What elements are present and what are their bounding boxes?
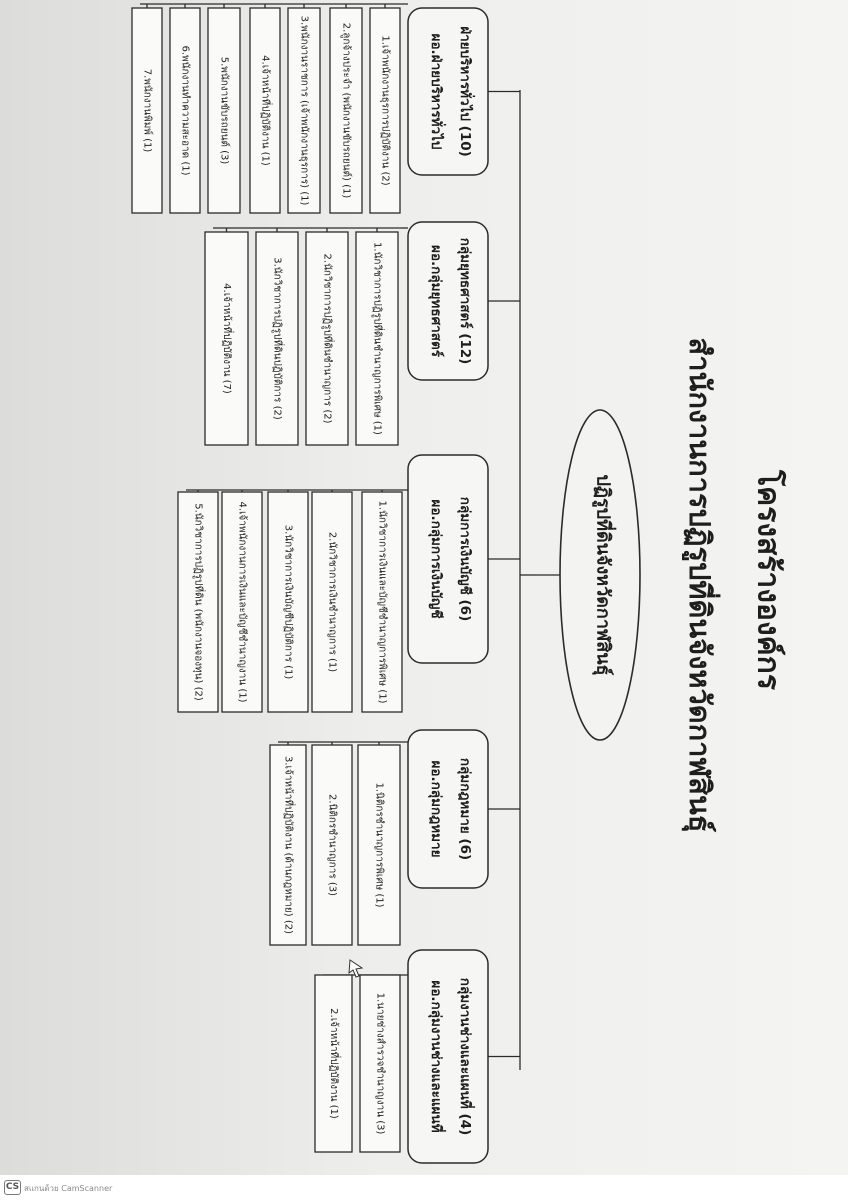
group-box: [407, 454, 489, 664]
item-box: [255, 231, 299, 446]
item-box: [204, 231, 249, 446]
item-label: 1.เจ้าพนักงานธุรการปฏิบัติงาน (2): [380, 35, 392, 185]
group-name: กลุ่มงานช่างและแผนที่ (4): [457, 978, 476, 1135]
item-box: [311, 491, 353, 713]
item-label: 2.นักวิชาการเงินชำนาญการ (1): [327, 532, 338, 672]
connector-lines: [140, 3, 560, 1070]
item-label: 4.เจ้าหน้าที่ปฏิบัติงาน (7): [221, 283, 235, 394]
item-label: 2.ลูกจ้างประจำ (พนักงานขับรถยนต์) (1): [341, 23, 353, 199]
item-box: [311, 744, 353, 946]
item-label: 3.เจ้าหน้าที่ปฏิบัติงาน (ด้านกฎหมาย) (2): [283, 756, 297, 934]
item-label: 5.พนักงานขับรถยนต์ (3): [219, 57, 231, 165]
chart-title: โครงสร้างองค์กร: [751, 469, 788, 690]
group-head: ผอ.กลุ่มการเงินบัญชี: [428, 499, 444, 618]
group-name: กลุ่มยุทธศาสตร์ (12): [457, 238, 474, 365]
item-label: 6.พนักงานทำความสะอาด (1): [180, 45, 191, 175]
chart-titles: โครงสร้างองค์กร สำนักงานการปฏิรูปที่ดินจั…: [682, 338, 788, 833]
item-box: [369, 7, 401, 214]
item-box: [131, 7, 163, 214]
chart-subtitle: สำนักงานการปฏิรูปที่ดินจังหวัดกาฬสินธุ์: [682, 338, 721, 833]
item-box: [355, 231, 399, 446]
group-box: [407, 729, 489, 889]
item-box: [287, 7, 321, 214]
item-label: 2.นิติกรชำนาญการ (3): [327, 794, 338, 896]
scanner-watermark-text: สแกนด้วย CamScanner: [24, 1184, 113, 1193]
item-box: [305, 231, 349, 446]
item-label: 4.เจ้าหน้าที่ปฏิบัติงาน (1): [260, 55, 274, 166]
group-box: [407, 7, 489, 176]
item-box: [357, 744, 401, 946]
group-head: ผอ.กลุ่มงานช่างและแผนที่: [428, 980, 447, 1132]
root-node-label: ปฏิรูปที่ดินจังหวัดกาฬสินธุ์: [592, 474, 617, 675]
item-label: 2.นักวิชาการปฏิรูปที่ดินชำนาญการ (2): [322, 254, 336, 424]
item-label: 1.นักวิชาการเงินและบัญชีชำนาญการพิเศษ (1…: [377, 501, 389, 704]
item-label: 3.นักวิชาการปฏิรูปที่ดินปฏิบัติการ (2): [272, 257, 286, 420]
group-head: ผอ.ฝ่ายบริหารทั่วไป: [428, 34, 447, 150]
item-box: [177, 491, 219, 713]
item-label: 5.นักวิชาการปฏิรูปที่ดิน (พนักงานจองทุน)…: [193, 503, 207, 701]
group-name: ฝ่ายบริหารทั่วไป (10): [457, 26, 476, 157]
item-box: [169, 7, 201, 214]
item-label: 4.เจ้าพนักงานการเงินและบัญชีชำนาญงาน (1): [237, 501, 249, 702]
scanner-footer: CS สแกนด้วย CamScanner: [0, 1175, 848, 1200]
chart-boxes: ปฏิรูปที่ดินจังหวัดกาฬสินธุ์ ฝ่ายบริหารทั…: [131, 7, 641, 1164]
item-box: [207, 7, 241, 214]
item-box: [249, 7, 281, 214]
item-box: [269, 744, 307, 946]
item-label: 3.นักวิชาการเงินบัญชีปฏิบัติการ (1): [283, 525, 295, 680]
item-label: 2.เจ้าหน้าที่ปฏิบัติงาน (1): [328, 1008, 342, 1119]
group-box: [407, 949, 489, 1164]
camscanner-logo-icon: CS: [4, 1180, 21, 1195]
item-box: [221, 491, 263, 713]
item-box: [314, 974, 353, 1153]
group-name: กลุ่มกฎหมาย (6): [457, 758, 473, 860]
item-label: 7.พนักงานพิมพ์ (1): [142, 69, 154, 153]
group-head: ผอ.กลุ่มยุทธศาสตร์: [428, 245, 445, 358]
item-box: [359, 974, 401, 1153]
item-label: 1.นิติกรชำนาญการพิเศษ (1): [374, 782, 385, 907]
item-label: 1.นายช่างสำรวจชำนาญงาน (3): [375, 993, 386, 1135]
org-chart: ปฏิรูปที่ดินจังหวัดกาฬสินธุ์ ฝ่ายบริหารทั…: [131, 3, 788, 1164]
cursor-icon: [348, 959, 364, 978]
root-node: [559, 409, 641, 741]
item-box: [329, 7, 363, 214]
item-label: 3.พนักงานราชการ (เจ้าพนักงานธุรการ) (1): [299, 16, 311, 206]
group-head: ผอ.กลุ่มกฎหมาย: [428, 760, 444, 857]
group-name: กลุ่มการเงินบัญชี (6): [457, 497, 473, 621]
group-box: [407, 221, 489, 381]
item-label: 1.นักวิชาการปฏิรูปที่ดินชำนาญการพิเศษ (1…: [372, 242, 386, 435]
item-box: [267, 491, 309, 713]
item-box: [361, 491, 403, 713]
